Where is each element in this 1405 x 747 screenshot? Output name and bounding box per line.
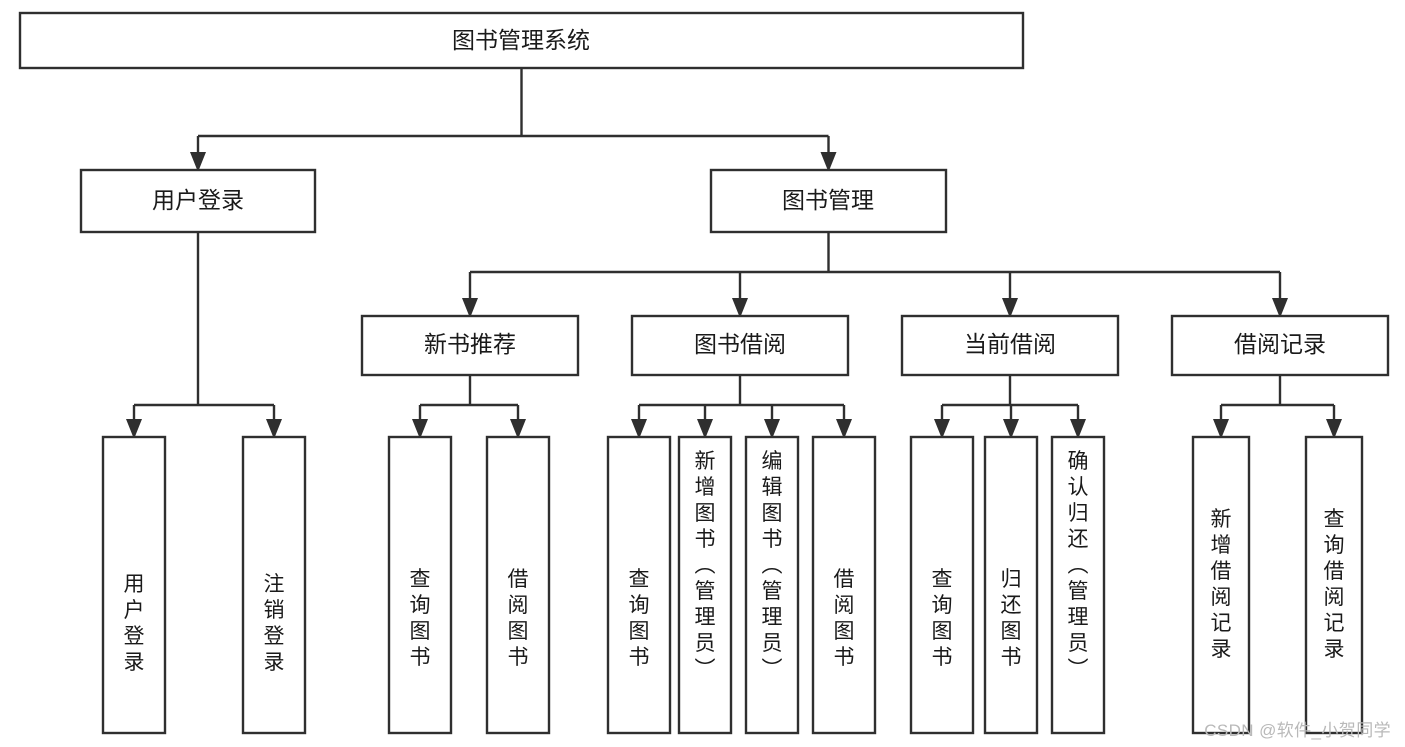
arrow-icon-bookmanage-child-1 [462, 298, 478, 318]
arrow-icon-newbook-leaf-2 [510, 419, 526, 439]
arrow-icon-current-leaf-3 [1070, 419, 1086, 439]
node-book-borrow-box[interactable] [630, 314, 850, 377]
node-leaf-return-book-label: 归还图书 [1001, 568, 1022, 669]
node-book-manage-box[interactable] [709, 168, 948, 234]
node-leaf-logout-box[interactable] [241, 435, 307, 735]
node-leaf-confirm-return-admin-label: 确认归还︵管理员︶ [1068, 450, 1089, 681]
node-leaf-query-book-2-label: 查询图书 [629, 568, 650, 669]
arrow-icon-borrow-leaf-4 [836, 419, 852, 439]
arrow-icon-bookmanage-child-4 [1272, 298, 1288, 318]
node-leaf-user-login[interactable]: 用户登录 [101, 435, 167, 735]
node-new-book-recommend[interactable]: 新书推荐 [360, 314, 580, 377]
node-user-login-box[interactable] [79, 168, 317, 234]
node-book-manage[interactable]: 图书管理 [709, 168, 948, 234]
arrow-icon-borrow-leaf-2 [697, 419, 713, 439]
arrow-icon-userlogin-leaf-2 [266, 419, 282, 439]
node-leaf-add-book-admin-label: 新增图书︵管理员︶ [695, 450, 716, 681]
node-leaf-query-borrow-record-box[interactable] [1304, 435, 1364, 735]
node-user-login-label: 用户登录 [152, 187, 244, 213]
node-leaf-query-book-3-box[interactable] [909, 435, 975, 735]
node-current-borrow[interactable]: 当前借阅 [900, 314, 1120, 377]
node-leaf-add-borrow-record-box[interactable] [1191, 435, 1251, 735]
node-leaf-query-book-2[interactable]: 查询图书 [606, 435, 672, 735]
arrow-icon-current-leaf-1 [934, 419, 950, 439]
node-leaf-query-book-1[interactable]: 查询图书 [387, 435, 453, 735]
arrow-icon-record-leaf-2 [1326, 419, 1342, 439]
node-leaf-return-book-box[interactable] [983, 435, 1039, 735]
node-leaf-query-borrow-record[interactable]: 查询借阅记录 [1304, 435, 1364, 735]
node-borrow-record[interactable]: 借阅记录 [1170, 314, 1390, 377]
node-user-login[interactable]: 用户登录 [79, 168, 317, 234]
node-leaf-return-book[interactable]: 归还图书 [983, 435, 1039, 735]
node-leaf-add-borrow-record[interactable]: 新增借阅记录 [1191, 435, 1251, 735]
node-leaf-query-borrow-record-label: 查询借阅记录 [1324, 508, 1345, 661]
node-book-borrow[interactable]: 图书借阅 [630, 314, 850, 377]
node-leaf-borrow-book-1[interactable]: 借阅图书 [485, 435, 551, 735]
node-leaf-add-borrow-record-label: 新增借阅记录 [1211, 508, 1232, 661]
node-leaf-add-book-admin[interactable]: 新增图书︵管理员︶ [677, 435, 733, 735]
node-new-book-recommend-box[interactable] [360, 314, 580, 377]
node-leaf-edit-book-admin[interactable]: 编辑图书︵管理员︶ [744, 435, 800, 735]
arrow-icon-borrow-leaf-1 [631, 419, 647, 439]
node-leaf-user-login-label: 用户登录 [124, 573, 145, 674]
node-leaf-borrow-book-2-label: 借阅图书 [834, 568, 855, 669]
arrow-icon-borrow-leaf-3 [764, 419, 780, 439]
node-leaf-logout-label: 注销登录 [264, 573, 285, 674]
node-leaf-edit-book-admin-box[interactable] [744, 435, 800, 735]
node-leaf-logout[interactable]: 注销登录 [241, 435, 307, 735]
node-leaf-query-book-1-label: 查询图书 [410, 568, 431, 669]
node-leaf-user-login-box[interactable] [101, 435, 167, 735]
arrow-icon-record-leaf-1 [1213, 419, 1229, 439]
arrow-icon-root-to-book-manage [820, 152, 837, 172]
node-leaf-query-book-1-box[interactable] [387, 435, 453, 735]
node-leaf-borrow-book-1-label: 借阅图书 [508, 568, 529, 669]
node-leaf-borrow-book-2[interactable]: 借阅图书 [811, 435, 877, 735]
node-leaf-confirm-return-admin[interactable]: 确认归还︵管理员︶ [1050, 435, 1106, 735]
node-book-borrow-label: 图书借阅 [694, 331, 786, 357]
node-leaf-borrow-book-1-box[interactable] [485, 435, 551, 735]
arrow-icon-bookmanage-child-2 [732, 298, 748, 318]
node-leaf-borrow-book-2-box[interactable] [811, 435, 877, 735]
node-leaf-query-book-2-box[interactable] [606, 435, 672, 735]
node-borrow-record-label: 借阅记录 [1234, 331, 1326, 357]
node-current-borrow-label: 当前借阅 [964, 331, 1056, 357]
node-leaf-query-book-3-label: 查询图书 [932, 568, 953, 669]
node-leaf-edit-book-admin-label: 编辑图书︵管理员︶ [762, 450, 783, 681]
arrow-icon-bookmanage-child-3 [1002, 298, 1018, 318]
node-leaf-add-book-admin-box[interactable] [677, 435, 733, 735]
arrow-icon-newbook-leaf-1 [412, 419, 428, 439]
node-borrow-record-box[interactable] [1170, 314, 1390, 377]
arrow-icon-current-leaf-2 [1003, 419, 1019, 439]
node-leaf-query-book-3[interactable]: 查询图书 [909, 435, 975, 735]
node-root-box[interactable] [18, 11, 1025, 70]
node-book-manage-label: 图书管理 [782, 187, 874, 213]
arrowhead-layer [126, 152, 1342, 439]
node-root[interactable]: 图书管理系统 [18, 11, 1025, 70]
node-leaf-confirm-return-admin-box[interactable] [1050, 435, 1106, 735]
node-new-book-recommend-label: 新书推荐 [424, 331, 516, 357]
node-root-label: 图书管理系统 [452, 27, 590, 53]
arrow-icon-userlogin-leaf-1 [126, 419, 142, 439]
arrow-icon-root-to-user-login [190, 152, 206, 172]
node-current-borrow-box[interactable] [900, 314, 1120, 377]
